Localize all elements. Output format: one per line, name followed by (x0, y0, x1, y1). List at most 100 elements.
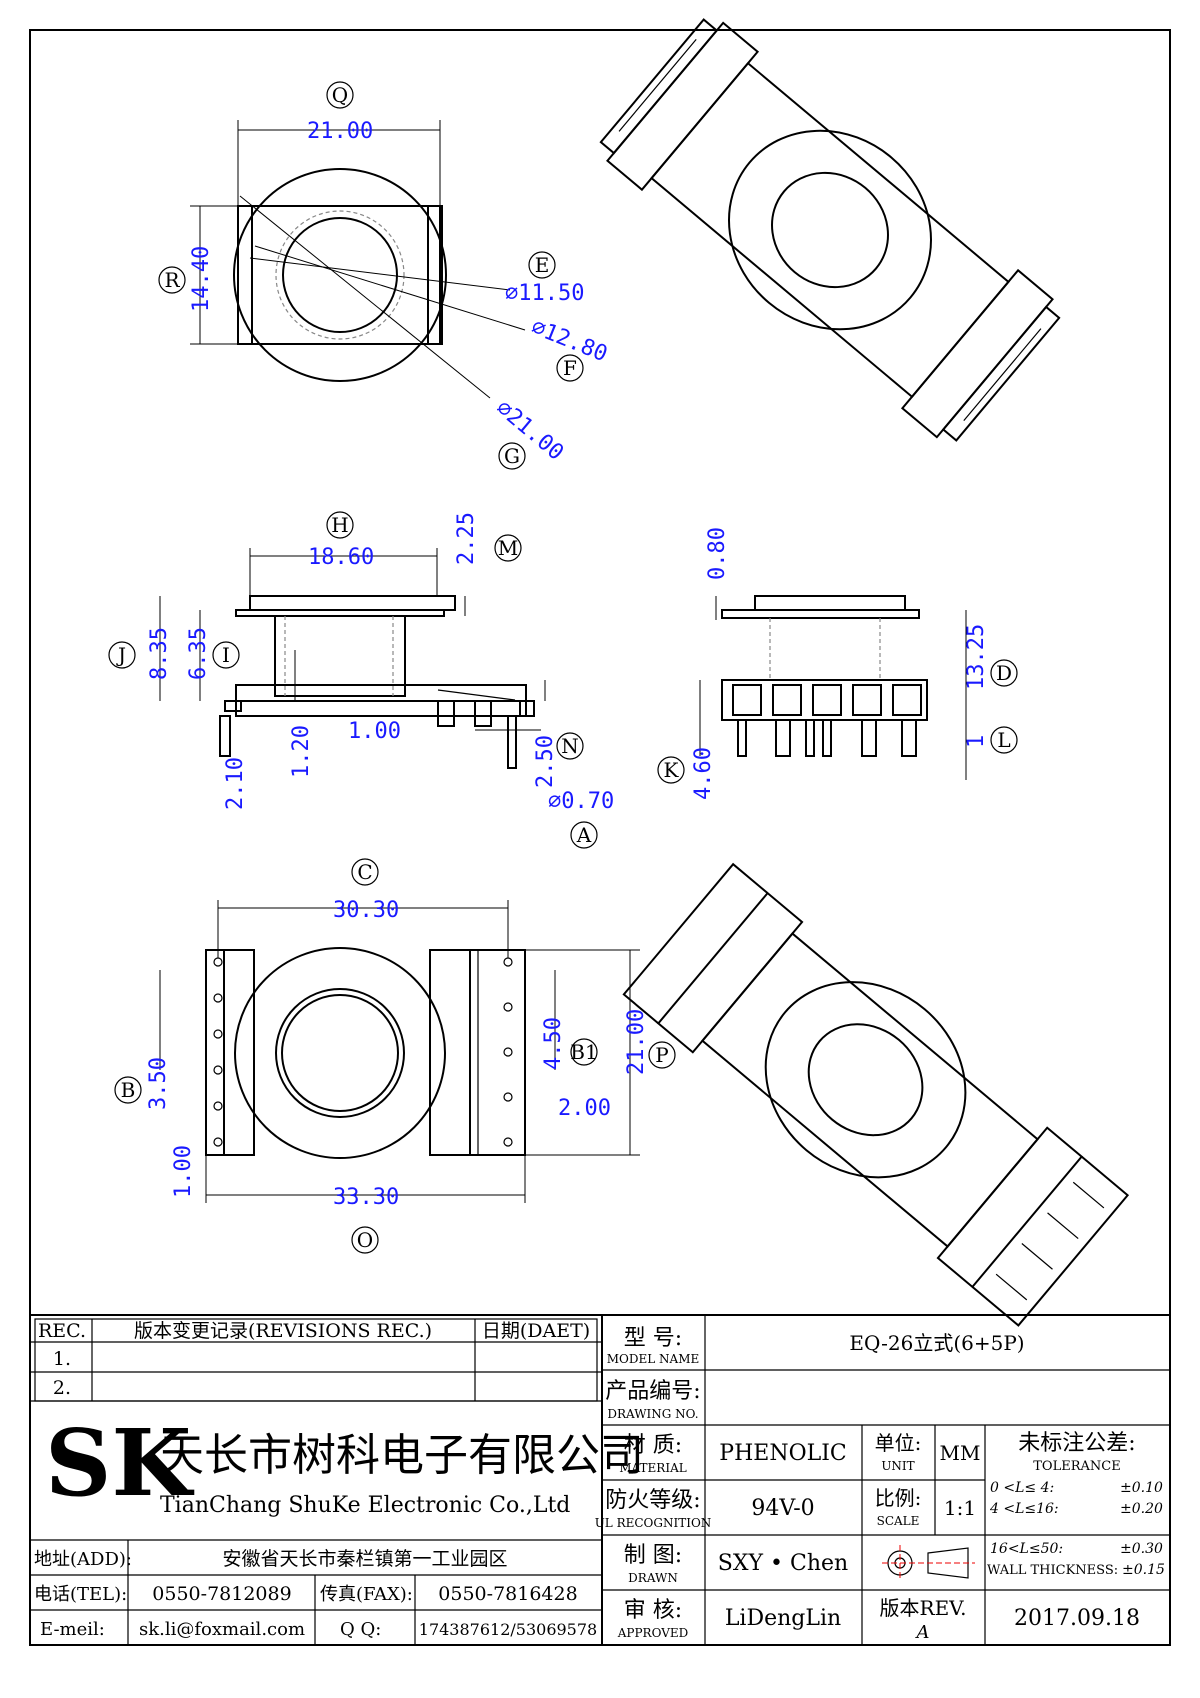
dim-a120: 1.20 (289, 725, 314, 778)
scale-value: 1:1 (944, 1496, 976, 1520)
company-name-cn: 天长市树科电子有限公司 (160, 1430, 644, 1481)
title-block (29, 1314, 1171, 1646)
rev-desc-header: 版本变更记录(REVISIONS REC.) (134, 1320, 432, 1342)
rev-label: 版本REV. (880, 1596, 967, 1620)
dim-b1: 4.50 (541, 1017, 566, 1070)
side-view-annotations: H 18.60 2.25 M J 8.35 6.35 I 1.20 1.00 N… (108, 511, 614, 849)
dim-r: 14.40 (189, 246, 214, 312)
address-label: 地址(ADD): (34, 1549, 132, 1570)
tol-range-1: 0 <L≤ 4: (990, 1480, 1054, 1496)
iso-view-top (599, 18, 1061, 442)
dim-b: 3.50 (146, 1057, 171, 1110)
dim-m: 2.25 (454, 512, 479, 565)
label-D: D (996, 661, 1012, 685)
dim-o: 33.30 (333, 1185, 399, 1210)
rev-value: A (915, 1622, 930, 1643)
bottom-view-annotations: C 30.30 B 3.50 1.00 4.50 B1 21.00 P 2.00… (114, 858, 676, 1254)
scale-label-cn: 比例: (875, 1486, 922, 1510)
qq-label: Q Q: (340, 1619, 381, 1640)
wall-thickness-value: ±0.15 (1122, 1562, 1165, 1578)
rev-row-2: 2. (53, 1377, 71, 1399)
dim-k: 4.60 (691, 747, 716, 800)
label-M: M (498, 536, 518, 560)
dim-n: 2.50 (533, 735, 558, 788)
end-view (699, 595, 967, 780)
dim-a200: 2.00 (558, 1096, 611, 1121)
fax-label: 传真(FAX): (320, 1584, 413, 1605)
label-K: K (664, 758, 680, 782)
rev-header: REC. (38, 1320, 86, 1342)
drawn-value: SXY • Chen (718, 1551, 848, 1576)
scale-label-en: SCALE (877, 1514, 920, 1528)
date-value: 2017.09.18 (1014, 1606, 1140, 1631)
tolerance-label-en: TOLERANCE (1033, 1459, 1120, 1474)
model-value: EQ-26立式(6+5P) (849, 1331, 1024, 1355)
approved-label-en: APPROVED (617, 1626, 689, 1640)
company-name-en: TianChang ShuKe Electronic Co.,Ltd (160, 1493, 570, 1518)
label-N: N (561, 734, 579, 758)
dim-e: ⌀11.50 (505, 281, 584, 306)
tol-val-1: ±0.10 (1120, 1480, 1163, 1496)
title-block-text: REC. 版本变更记录(REVISIONS REC.) 日期(DAET) 1. … (34, 1320, 1165, 1643)
label-A: A (576, 823, 592, 847)
qq-value: 174387612/53069578 (419, 1620, 597, 1639)
dim-l: 1 (964, 735, 989, 748)
dim-p: 21.00 (624, 1009, 649, 1075)
end-view-annotations: 0.80 13.25 D 1 L K 4.60 (657, 527, 1018, 800)
dim-a210: 2.10 (223, 757, 248, 810)
dim-d: 13.25 (964, 624, 989, 690)
top-view (190, 120, 526, 399)
tol-range-3: 16<L≤50: (990, 1541, 1063, 1557)
fire-value: 94V-0 (751, 1496, 814, 1521)
fire-label-cn: 防火等级: (605, 1488, 700, 1513)
label-C: C (357, 860, 372, 884)
projection-symbol-icon (882, 1545, 975, 1581)
drawing-label-en: DRAWING NO. (607, 1407, 698, 1421)
material-label-cn: 材 质: (624, 1433, 682, 1458)
approved-value: LiDengLin (725, 1606, 841, 1631)
drawn-label-en: DRAWN (628, 1571, 678, 1585)
date-header: 日期(DAET) (482, 1320, 590, 1342)
dim-j: 8.35 (147, 627, 172, 680)
label-O: O (357, 1228, 373, 1252)
unit-label-cn: 单位: (875, 1431, 922, 1455)
label-I: I (222, 643, 230, 667)
company-logo: SK (45, 1409, 194, 1517)
side-view (159, 548, 546, 769)
top-view-annotations: Q 21.00 R 14.40 E ⌀11.50 ⌀12.80 F ⌀21.00… (158, 81, 611, 470)
dim-c: 30.30 (333, 898, 399, 923)
model-label-cn: 型 号: (624, 1326, 682, 1351)
tel-label: 电话(TEL): (34, 1584, 127, 1605)
address-value: 安徽省天长市秦栏镇第一工业园区 (222, 1548, 507, 1570)
unit-value: MM (940, 1441, 981, 1465)
label-B: B (121, 1078, 136, 1102)
label-G: G (504, 444, 520, 468)
dim-g: ⌀21.00 (491, 395, 568, 465)
dim-q: 21.00 (307, 119, 373, 144)
label-F: F (563, 356, 577, 380)
email-label: E-meil: (40, 1619, 105, 1640)
rev-row-1: 1. (53, 1348, 71, 1370)
label-B1: B1 (570, 1040, 597, 1064)
label-P: P (655, 1043, 668, 1067)
dim-d080: 0.80 (705, 527, 730, 580)
tol-val-2: ±0.20 (1120, 1501, 1163, 1517)
label-L: L (997, 728, 1010, 752)
model-label-en: MODEL NAME (607, 1352, 700, 1366)
dim-h: 18.60 (308, 545, 374, 570)
tol-val-3: ±0.30 (1120, 1541, 1163, 1557)
dim-a: ⌀0.70 (548, 789, 614, 814)
drawing-label-cn: 产品编号: (605, 1379, 700, 1404)
bottom-view (159, 900, 640, 1203)
material-label-en: MATERIAL (619, 1461, 687, 1475)
label-H: H (331, 513, 348, 537)
approved-label-cn: 审 核: (624, 1598, 682, 1623)
tol-range-2: 4 <L≤16: (989, 1501, 1059, 1517)
material-value: PHENOLIC (719, 1441, 846, 1466)
drawn-label-cn: 制 图: (624, 1543, 682, 1568)
email-value: sk.li@foxmail.com (139, 1619, 305, 1640)
dim-a100: 1.00 (348, 719, 401, 744)
tel-value: 0550-7812089 (152, 1583, 291, 1605)
dim-i: 6.35 (186, 627, 211, 680)
